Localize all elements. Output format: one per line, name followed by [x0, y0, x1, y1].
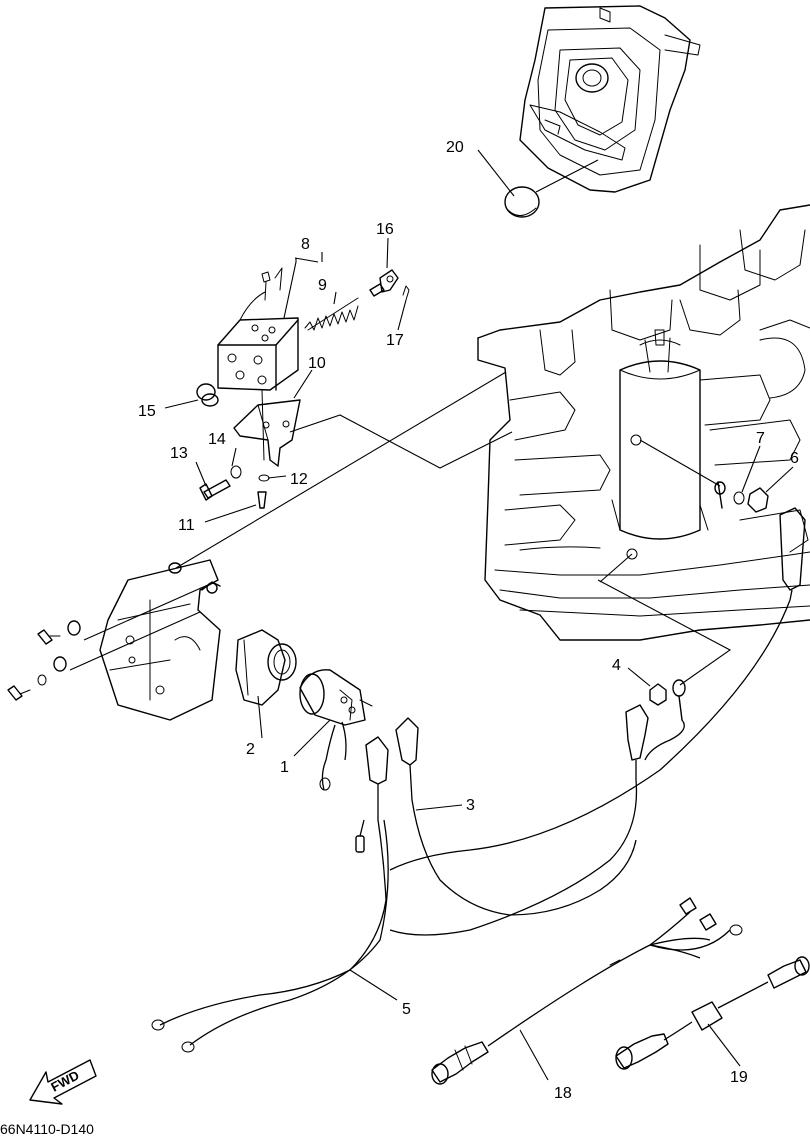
battery-cable-boot: [389, 507, 806, 871]
starter-relay-1: [299, 669, 373, 791]
callout-19: 19: [730, 1069, 748, 1086]
callout-6: 6: [790, 450, 799, 467]
relay-block-8: [217, 267, 299, 391]
extension-lead-19: [615, 956, 810, 1070]
upper-cover-housing: [519, 5, 701, 193]
callout-7: 7: [756, 430, 765, 447]
bracket-10: [233, 389, 301, 467]
wire-harness-18: [431, 897, 743, 1085]
callout-15: 15: [138, 403, 156, 420]
callout-2: 2: [246, 741, 255, 758]
mounting-bracket: [99, 559, 221, 721]
callout-11: 11: [178, 517, 195, 534]
callout-9: 9: [318, 277, 327, 294]
callout-14: 14: [208, 431, 226, 448]
cable-3: [151, 717, 637, 1053]
callout-8: 8: [301, 236, 310, 253]
fwd-arrow: FWD: [29, 1059, 97, 1105]
cap-part-20: [504, 186, 540, 218]
bolt-washer-6-7: [714, 481, 769, 513]
engine-block: [477, 204, 810, 641]
callout-4: 4: [612, 657, 621, 674]
callout-18: 18: [554, 1085, 572, 1102]
rectifier-2: [235, 629, 297, 706]
callout-3: 3: [466, 797, 475, 814]
pin-17: [402, 285, 410, 301]
leader-lines: [69, 149, 794, 1081]
callout-labels: 20 8 9 16 17 10 15 14 13 12 11 7 6 4 2 1…: [138, 139, 799, 1102]
callout-12: 12: [290, 471, 308, 488]
bracket-fasteners: [7, 582, 218, 701]
callout-10: 10: [308, 355, 326, 372]
callout-5: 5: [402, 1001, 411, 1018]
fasteners-11-14: [199, 465, 270, 509]
drawing-code: 66N4110-D140: [0, 1121, 94, 1137]
callout-16: 16: [376, 221, 394, 238]
fitting-16: [369, 269, 399, 297]
spring-9: [304, 297, 359, 331]
nut-terminal-4: [389, 679, 686, 936]
callout-17: 17: [386, 332, 404, 349]
fwd-label: FWD: [48, 1068, 81, 1095]
callout-13: 13: [170, 445, 188, 462]
grommet-15: [196, 383, 219, 407]
callout-20: 20: [446, 139, 464, 156]
callout-1: 1: [280, 759, 289, 776]
